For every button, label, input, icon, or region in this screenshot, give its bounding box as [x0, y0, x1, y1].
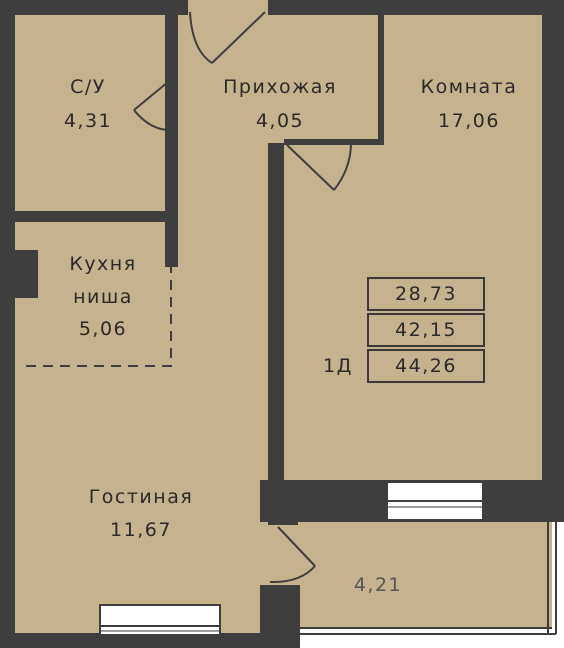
room-name: Комната — [420, 76, 518, 98]
wall-living-bottom — [0, 633, 260, 648]
wall-bath-right — [165, 15, 178, 82]
door-room — [286, 144, 352, 191]
apartment-type: 1Д — [323, 355, 353, 377]
room-floor-top — [384, 15, 542, 145]
wall-hall-room — [378, 15, 384, 145]
area-box-living: 28,73 — [367, 277, 485, 311]
door-balcony — [269, 526, 316, 584]
room-area: 17,06 — [438, 110, 500, 132]
outer-right-strip — [542, 15, 564, 480]
area-value-total: 42,15 — [395, 319, 457, 341]
window-living — [99, 604, 221, 636]
kitchen-area: 5,06 — [78, 318, 128, 340]
balcony-area: 4,21 — [353, 574, 403, 596]
wall-room-bottom — [260, 480, 385, 522]
hallway-name: Прихожая — [223, 76, 337, 98]
kitchen-name-line1: Кухня — [69, 253, 137, 275]
entrance-gap — [188, 0, 268, 15]
kitchen-name-line2: ниша — [73, 286, 133, 308]
bathroom-floor — [15, 15, 165, 211]
balcony-floor — [298, 522, 552, 628]
wall-bath-kitchen — [15, 211, 178, 222]
hallway-area: 4,05 — [255, 110, 305, 132]
wall-bath-right-low — [165, 130, 178, 222]
area-box-total-balcony: 44,26 — [367, 349, 485, 383]
door-entrance — [189, 11, 266, 64]
living-area: 11,67 — [110, 519, 172, 541]
wall-kitchen-right — [165, 222, 178, 267]
balcony-railing — [298, 522, 557, 635]
kitchen-niche-boundary — [26, 267, 172, 367]
wall-kitchen-stub — [0, 250, 38, 298]
wall-hall-room-bottom — [284, 139, 384, 145]
window-room — [386, 481, 484, 521]
door-bathroom — [133, 81, 171, 131]
kitchen-floor — [15, 222, 268, 370]
living-name: Гостиная — [88, 486, 194, 508]
bathroom-area: 4,31 — [63, 110, 113, 132]
wall-room-left — [268, 143, 284, 483]
wall-room-bottom-right — [483, 480, 564, 522]
bathroom-name: С/У — [70, 76, 106, 98]
area-value-living: 28,73 — [395, 283, 457, 305]
area-box-total: 42,15 — [367, 313, 485, 347]
wall-balcony-pillar — [260, 585, 300, 648]
balcony-passage-floor — [260, 525, 300, 585]
area-value-total-balcony: 44,26 — [395, 355, 457, 377]
